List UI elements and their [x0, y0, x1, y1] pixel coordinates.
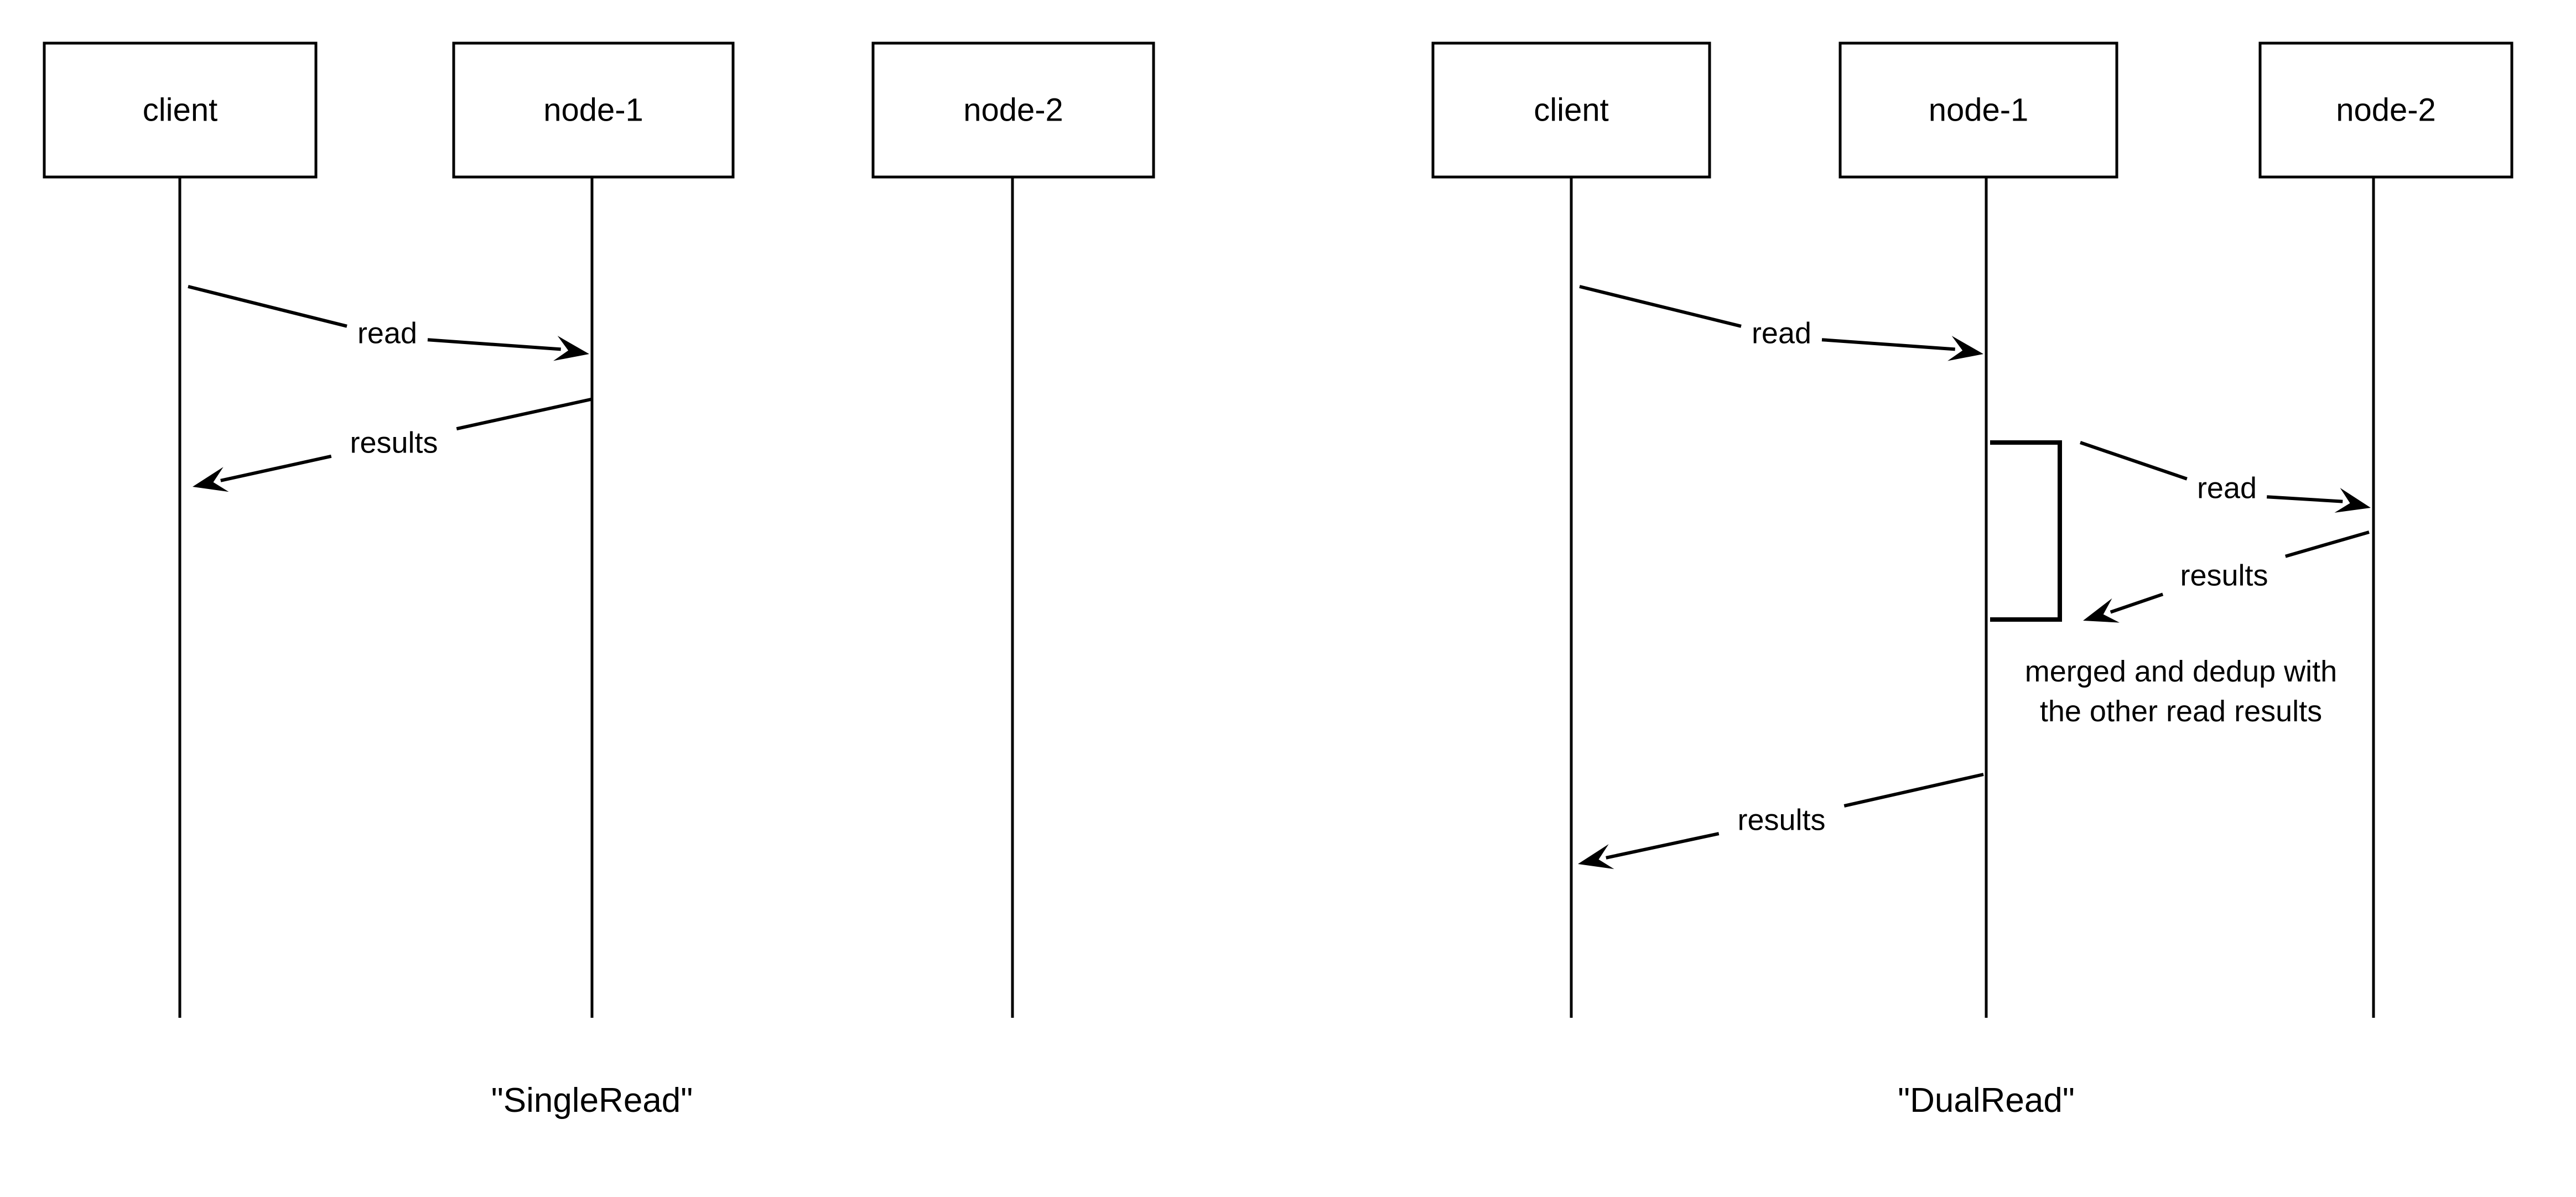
participant-label-node-2: node-2 — [963, 92, 1063, 128]
arrow-head-read-0 — [553, 336, 589, 361]
participant-box-node-1[interactable] — [452, 41, 735, 179]
arrow-head-results-2 — [2083, 598, 2120, 623]
participant-box-node-1[interactable] — [1838, 41, 2118, 179]
message-read-0: read — [188, 285, 589, 361]
note-0: merged and dedup with the other read resu… — [2025, 655, 2337, 728]
message-line-tail-1 — [2267, 495, 2343, 503]
participant-node-2: node-2 — [2258, 41, 2513, 1018]
message-line-head-0 — [1579, 285, 1742, 328]
message-line-head-0 — [188, 285, 347, 328]
message-label-read-0: read — [357, 316, 417, 350]
message-results-2: results — [2083, 530, 2370, 623]
participant-label-node-1: node-1 — [543, 92, 643, 128]
note-line-0-0: merged and dedup with — [2025, 655, 2337, 688]
message-line-tail-0 — [1821, 338, 1955, 351]
message-read-0: read — [1579, 285, 1983, 361]
participant-box-client[interactable] — [43, 41, 318, 179]
message-line-head-1 — [2080, 441, 2188, 481]
diagram-caption-single-read: "SingleRead" — [491, 1081, 693, 1120]
message-label-read-0: read — [1752, 316, 1811, 350]
message-results-1: results — [193, 398, 591, 492]
participant-label-client: client — [143, 92, 217, 128]
message-label-results-2: results — [2180, 559, 2268, 592]
participant-box-node-2[interactable] — [871, 41, 1155, 179]
participant-label-node-1: node-1 — [1929, 92, 2029, 128]
message-line-tail-1 — [220, 454, 332, 482]
participant-client: client — [1431, 41, 1711, 1018]
arrow-head-read-0 — [1947, 336, 1983, 361]
note-line-0-1: the other read results — [2040, 695, 2322, 728]
participant-label-node-2: node-2 — [2336, 92, 2436, 128]
message-line-head-3 — [1843, 773, 1984, 808]
participant-node-1: node-1 — [1838, 41, 2118, 1018]
participant-node-1: node-1 — [452, 41, 735, 1018]
message-label-read-1: read — [2197, 471, 2257, 504]
diagram-dual-read: client node-1 node-2 read read results results… — [1431, 41, 2513, 1120]
arrow-head-results-3 — [1578, 844, 1614, 870]
message-line-tail-0 — [427, 338, 561, 351]
participant-label-client: client — [1534, 92, 1608, 128]
message-label-results-3: results — [1737, 803, 1825, 836]
message-read-1: read — [2080, 441, 2371, 513]
participant-client: client — [43, 41, 318, 1018]
arrow-head-read-1 — [2334, 487, 2371, 513]
message-line-tail-3 — [1606, 832, 1720, 860]
arrow-head-results-1 — [193, 467, 229, 492]
message-results-3: results — [1578, 773, 1984, 870]
message-label-results-1: results — [350, 426, 438, 459]
message-line-head-1 — [456, 398, 591, 431]
message-line-tail-2 — [2110, 592, 2164, 614]
participant-box-node-2[interactable] — [2258, 41, 2513, 179]
diagram-single-read: client node-1 node-2 read results "SingleRead… — [43, 41, 1155, 1120]
participant-node-2: node-2 — [871, 41, 1155, 1018]
self-call-bracket-0 — [1990, 440, 2062, 622]
diagram-caption-dual-read: "DualRead" — [1898, 1081, 2075, 1120]
message-line-head-2 — [2284, 530, 2370, 558]
